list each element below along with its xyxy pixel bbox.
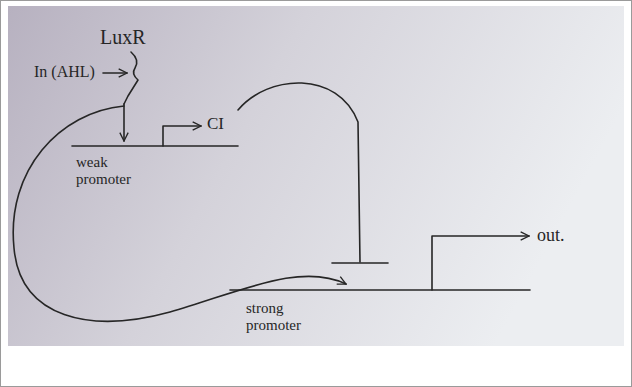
protein-name: LuxR [100, 26, 146, 49]
transcription-arrow [432, 236, 529, 290]
input-arrow [103, 72, 127, 74]
promoter-name: weak promoter [76, 154, 142, 189]
paper-photo [8, 6, 624, 346]
repression-line [238, 83, 360, 262]
promoter-name: strong promoter [246, 300, 312, 335]
gene-name: CI [207, 114, 224, 134]
luxr-mark [124, 52, 138, 104]
repression-bar [332, 262, 388, 264]
transcription-arrow [163, 126, 201, 146]
output-name: out. [537, 225, 565, 246]
activation-arrow [123, 104, 125, 141]
activation-loop [13, 106, 346, 321]
input-name: In (AHL) [34, 63, 95, 81]
dna-line [72, 145, 238, 147]
dna-line [230, 289, 530, 291]
